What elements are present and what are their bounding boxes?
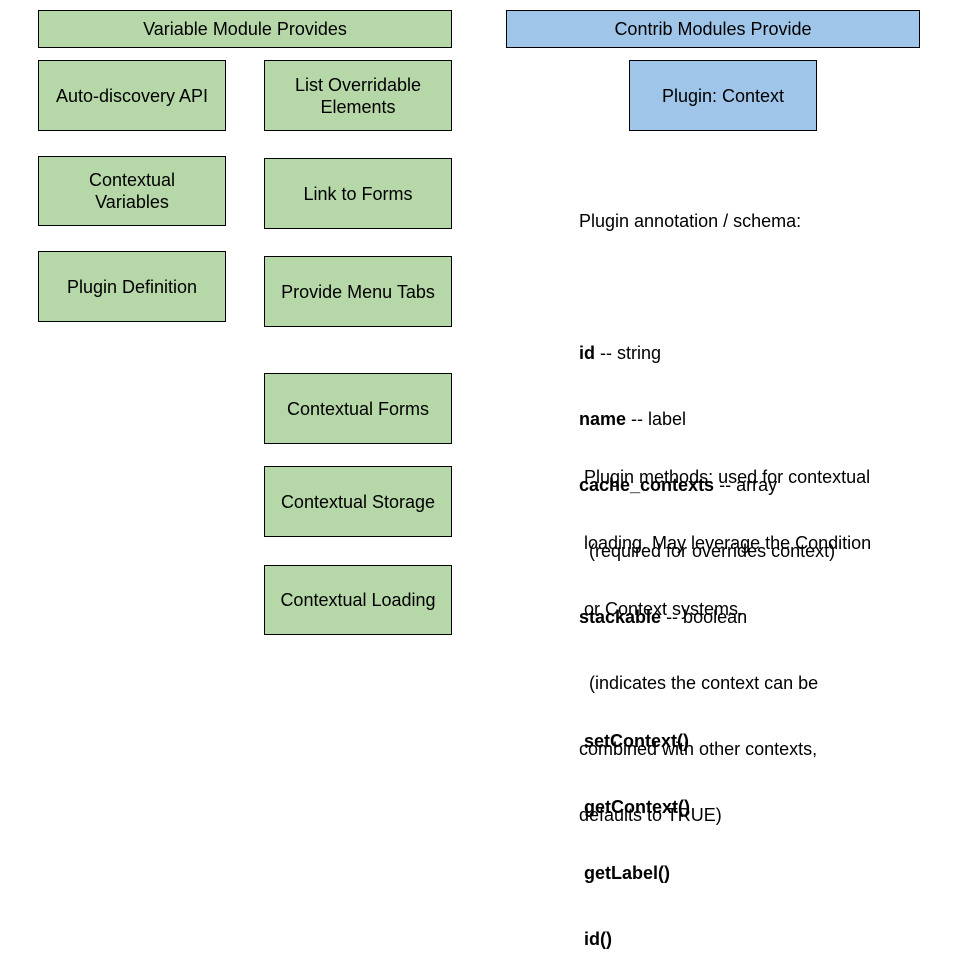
method-item: id() [584, 929, 612, 949]
plugin-definition-box: Plugin Definition [38, 251, 226, 322]
contextual-loading-box: Contextual Loading [264, 565, 452, 635]
plugin-methods-text: Plugin methods: used for contextual load… [584, 422, 871, 972]
schema-field-stackable: stackable -- boolean [579, 607, 748, 627]
schema-title: Plugin annotation / schema: [579, 211, 802, 231]
auto-discovery-api-box: Auto-discovery API [38, 60, 226, 131]
contextual-variables-box: Contextual Variables [38, 156, 226, 226]
schema-field-id: id -- string [579, 343, 662, 363]
plugin-context-box: Plugin: Context [629, 60, 817, 131]
schema-note: (required for overrides context) [579, 541, 836, 561]
schema-field-name: name -- label [579, 409, 687, 429]
schema-field-cache-contexts: cache_contexts -- array [579, 475, 778, 495]
method-item: getLabel() [584, 863, 671, 883]
contrib-modules-header: Contrib Modules Provide [506, 10, 920, 48]
variable-module-header: Variable Module Provides [38, 10, 452, 48]
method-item: getContext() [584, 797, 690, 817]
methods-description-line: or Context systems. [584, 599, 744, 619]
schema-note: (indicates the context can be [579, 673, 819, 693]
provide-menu-tabs-box: Provide Menu Tabs [264, 256, 452, 327]
methods-description-line: Plugin methods: used for contextual [584, 467, 871, 487]
method-item: setContext() [584, 731, 690, 751]
contextual-storage-box: Contextual Storage [264, 466, 452, 537]
methods-description-line: loading. May leverage the Condition [584, 533, 872, 553]
contextual-forms-box: Contextual Forms [264, 373, 452, 444]
link-to-forms-box: Link to Forms [264, 158, 452, 229]
list-overridable-elements-box: List Overridable Elements [264, 60, 452, 131]
